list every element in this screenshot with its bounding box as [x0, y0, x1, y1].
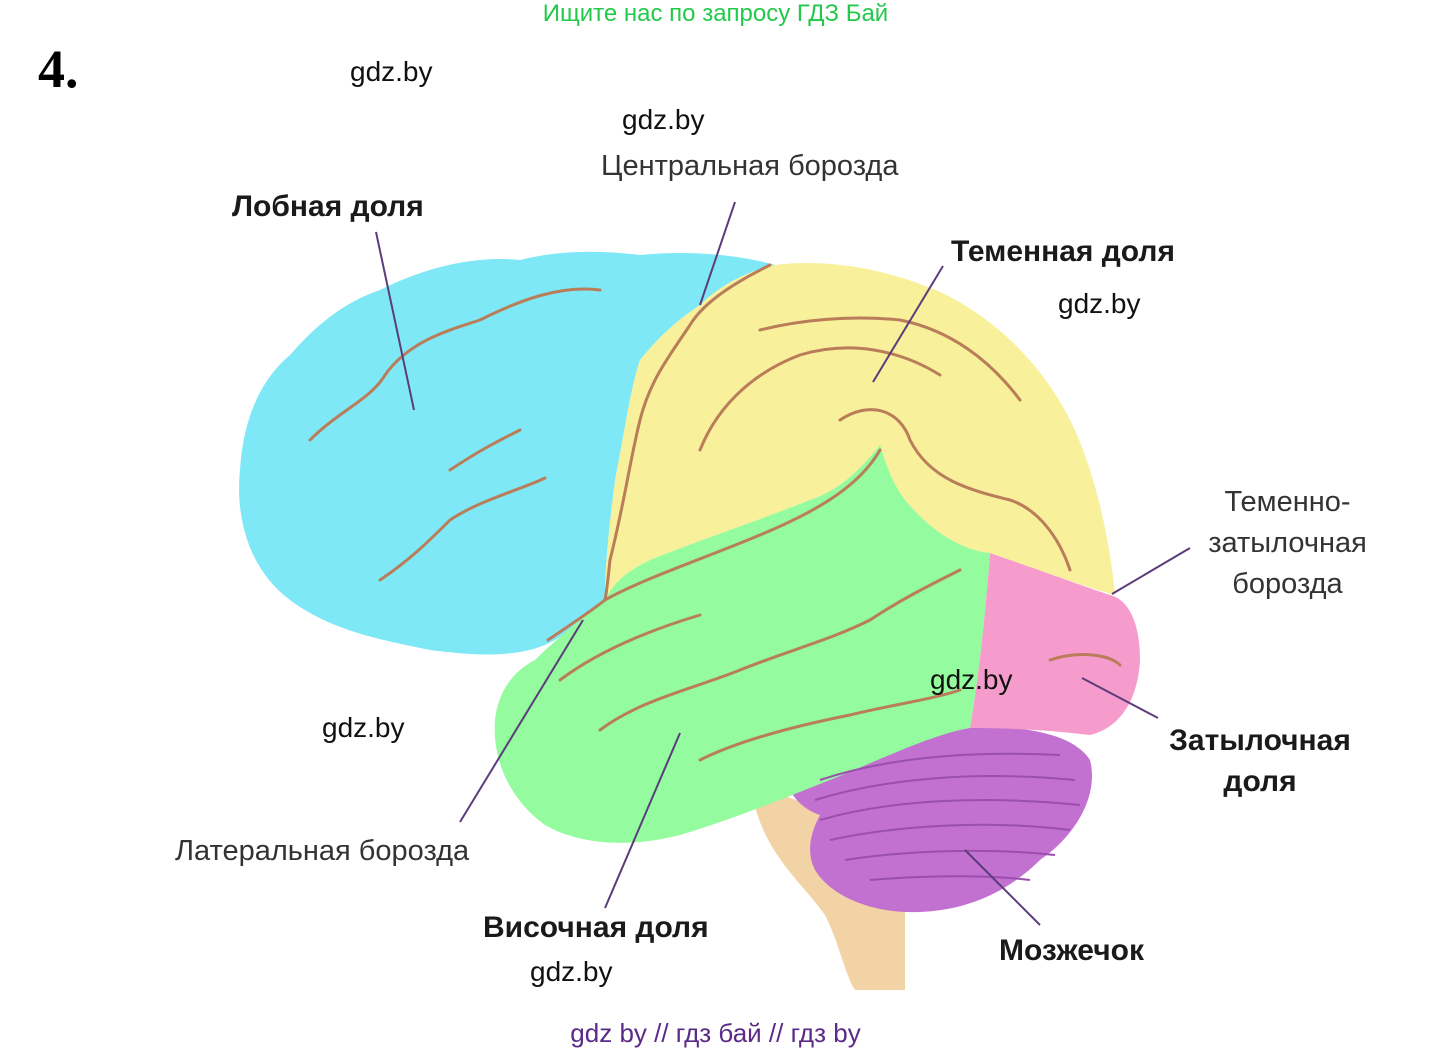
label-frontal-lobe: Лобная доля [232, 190, 424, 223]
brainstem [752, 790, 905, 990]
watermark: gdz.by [622, 104, 705, 135]
label-parieto-occipital-2: затылочная [1208, 527, 1367, 559]
leader-lateral [459, 619, 584, 823]
label-parietal-lobe: Теменная доля [951, 235, 1175, 268]
leader-temporal [604, 732, 681, 909]
label-lateral-sulcus: Латеральная борозда [175, 835, 470, 867]
leader-lines [375, 201, 1191, 926]
footer-links[interactable]: gdz by // гдз бай // гдз by [570, 1018, 861, 1048]
search-hint-link[interactable]: Ищите нас по запросу ГДЗ Бай [542, 0, 889, 27]
label-temporal-lobe: Височная доля [483, 911, 709, 944]
label-parieto-occipital-1: Теменно- [1224, 486, 1351, 518]
watermark: gdz.by [350, 56, 433, 87]
leader-frontal [375, 231, 415, 411]
watermark: gdz.by [322, 712, 405, 743]
frontal-lobe-shape [239, 251, 776, 655]
temporal-lobe-shape [494, 445, 990, 843]
leader-parietal [872, 265, 944, 383]
leader-central [699, 201, 736, 306]
label-parieto-occipital-3: борозда [1232, 568, 1343, 600]
occipital-lobe-shape [970, 553, 1140, 735]
leader-parieto-occipital [1111, 547, 1191, 595]
label-cerebellum: Мозжечок [999, 934, 1145, 967]
label-central-sulcus: Центральная борозда [601, 150, 899, 182]
leader-occipital [1081, 677, 1159, 719]
leader-cerebellum [964, 849, 1041, 926]
watermark: gdz.by [930, 664, 1013, 695]
watermark: gdz.by [530, 956, 613, 987]
parietal-lobe-shape [605, 263, 1115, 600]
task-number: 4. [38, 39, 79, 99]
watermark: gdz.by [1058, 288, 1141, 319]
label-occipital-lobe-2: доля [1223, 765, 1297, 798]
cerebellum-shape [790, 726, 1092, 913]
sulci-lines [308, 263, 1122, 762]
cerebellum-folia [814, 752, 1081, 881]
label-occipital-lobe-1: Затылочная [1169, 724, 1351, 757]
